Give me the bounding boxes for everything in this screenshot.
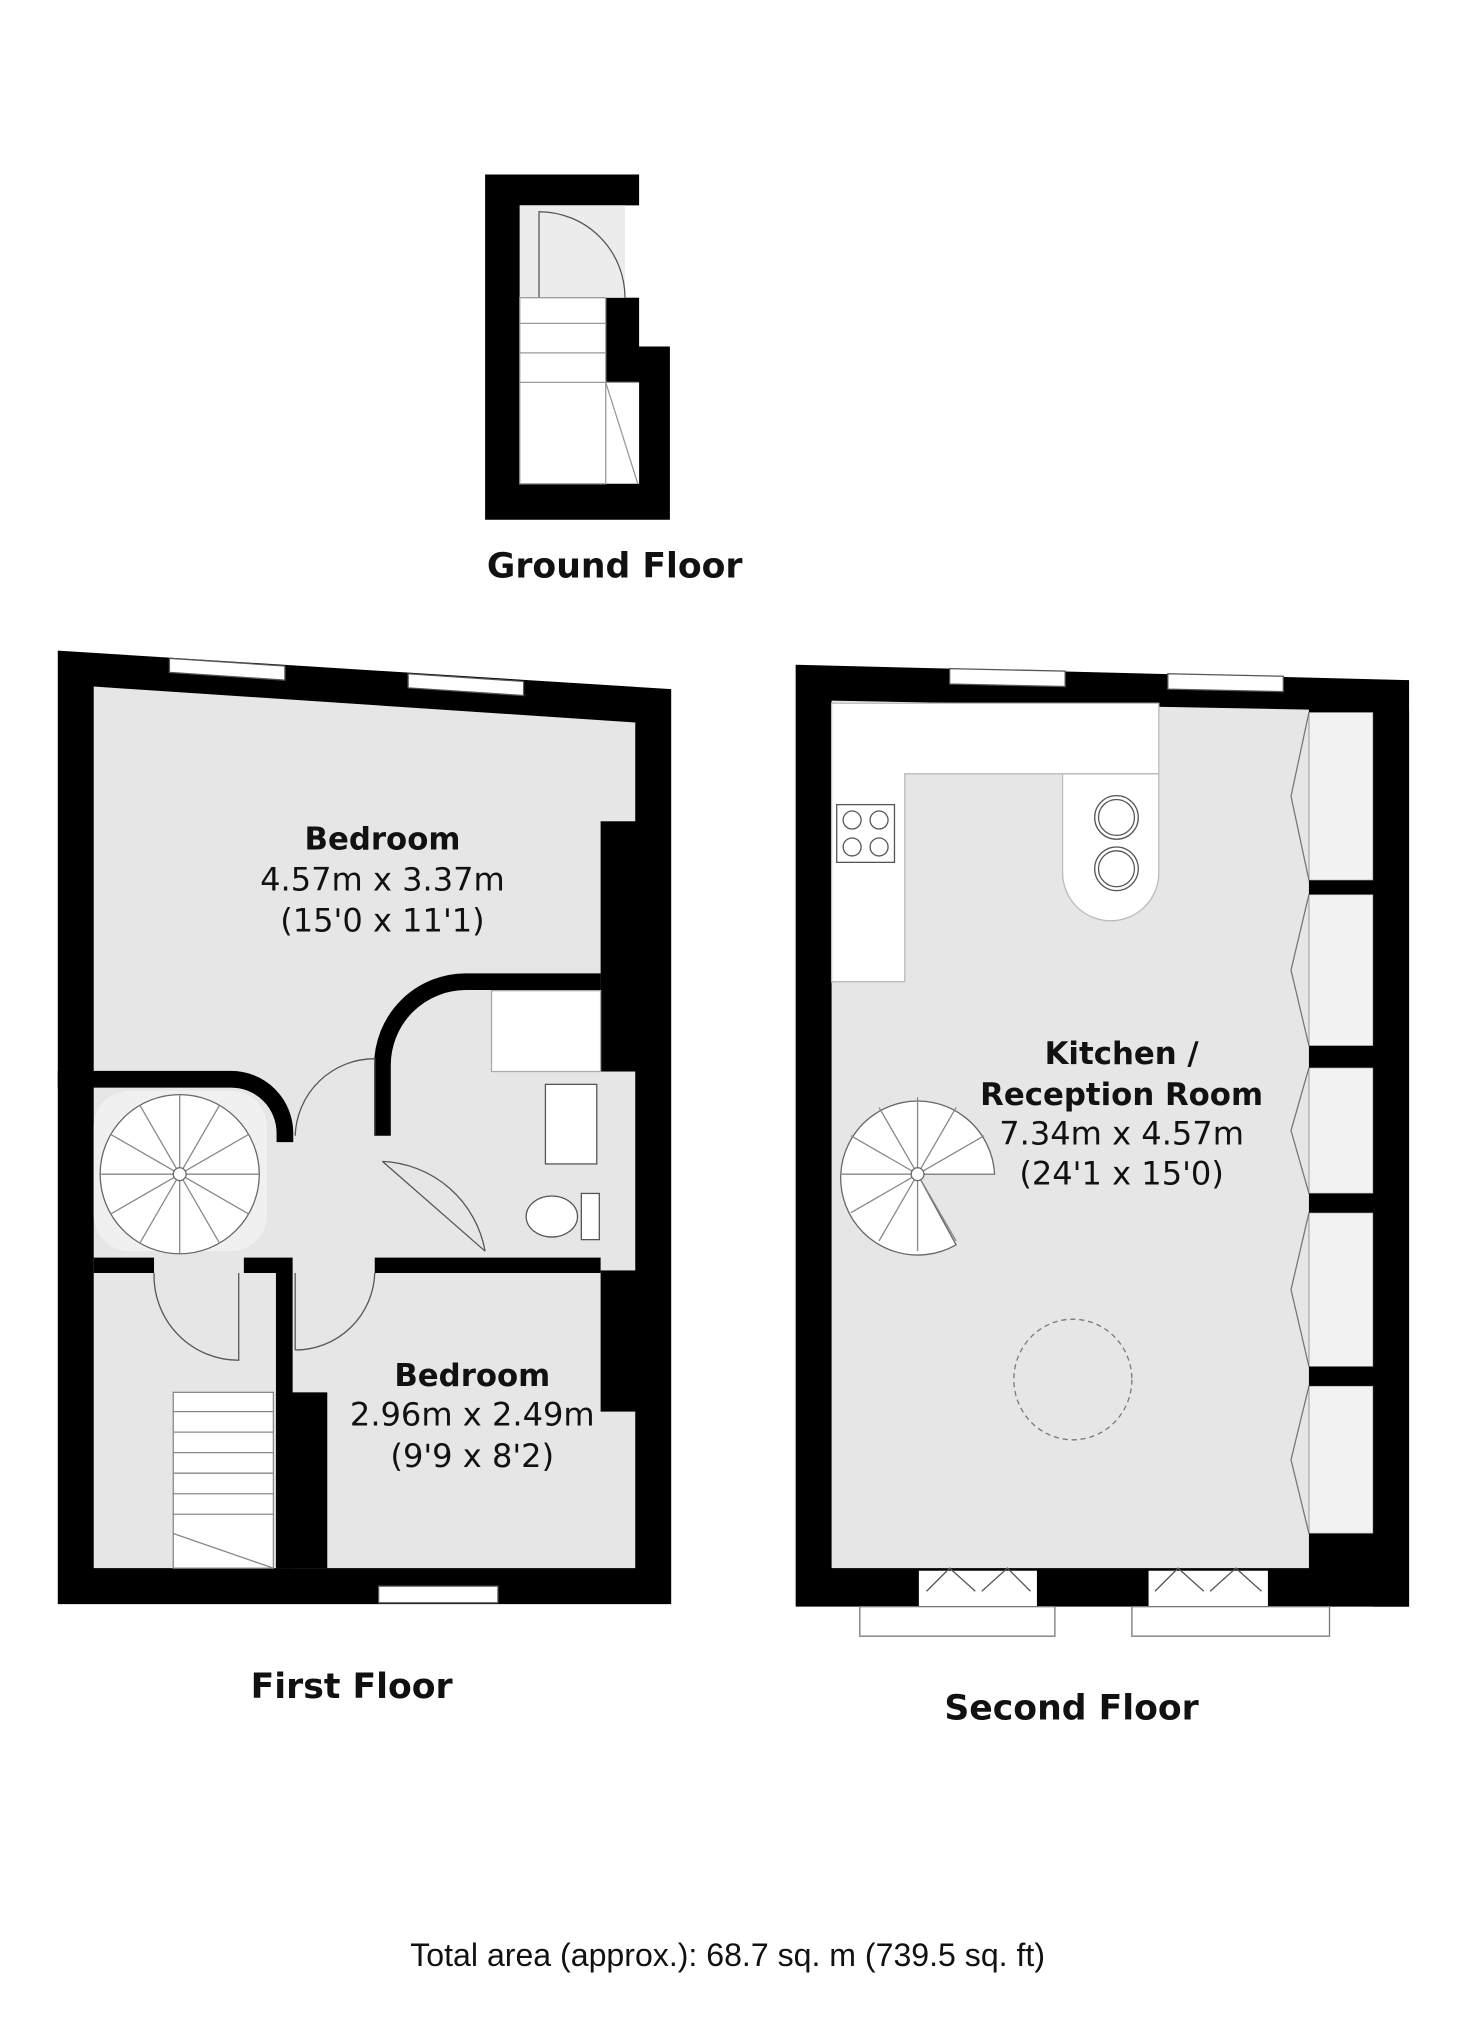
- ground-floor-label: Ground Floor: [487, 546, 743, 586]
- stairs-icon: [172, 1391, 275, 1569]
- room-name-line1: Kitchen /: [1045, 1036, 1200, 1072]
- table-outline: [1013, 1318, 1133, 1441]
- ground-stairs: [519, 297, 639, 485]
- ground-entrance: [519, 205, 625, 298]
- wardrobe: [1308, 1385, 1374, 1535]
- first-floor-plan: Bedroom 4.57m x 3.37m (15'0 x 11'1) Bedr…: [57, 650, 672, 1707]
- second-floor-plan: Kitchen / Reception Room 7.34m x 4.57m (…: [795, 664, 1410, 1729]
- wardrobes: [1290, 709, 1410, 1607]
- second-floor-interior: [831, 700, 1309, 1569]
- window-icon: [949, 667, 1284, 693]
- sink-icon: [1094, 794, 1139, 892]
- first-floor-label: First Floor: [251, 1667, 453, 1707]
- ground-wall-segment: [605, 297, 640, 350]
- room-name-line2: Reception Room: [980, 1077, 1263, 1113]
- wardrobe: [1308, 1212, 1374, 1368]
- wardrobe: [1308, 1067, 1374, 1195]
- door-swing-icon: [538, 211, 626, 298]
- window-icon: [168, 657, 525, 1604]
- spiral-staircase-icon: [99, 1093, 260, 1255]
- room-dimensions-metric: 7.34m x 4.57m: [999, 1115, 1244, 1153]
- ground-floor-plan: Ground Floor: [485, 174, 743, 586]
- sink-icon: [544, 1083, 598, 1165]
- spiral-staircase-icon: [840, 1097, 996, 1256]
- first-floor-interior: [93, 686, 636, 1569]
- room-dimensions-metric: 4.57m x 3.37m: [260, 861, 505, 899]
- room-name: Bedroom: [304, 822, 460, 858]
- second-floor-label: Second Floor: [944, 1689, 1198, 1729]
- french-door-icon: [859, 1567, 1331, 1637]
- door-swing-icon: [153, 1058, 486, 1361]
- hob-icon: [836, 803, 896, 863]
- room-name: Bedroom: [394, 1358, 550, 1394]
- wardrobe: [1308, 711, 1374, 881]
- kitchen-counter: [830, 702, 1160, 983]
- shower-icon: [490, 990, 602, 1073]
- room-dimensions-metric: 2.96m x 2.49m: [350, 1396, 595, 1434]
- wardrobe: [1308, 893, 1374, 1047]
- room-dimensions-imperial: (9'9 x 8'2): [390, 1437, 554, 1475]
- room-dimensions-imperial: (15'0 x 11'1): [280, 902, 485, 940]
- stair-enclosure-wall: [57, 1070, 294, 1143]
- bathroom-curved-wall: [374, 973, 601, 1136]
- total-area: Total area (approx.): 68.7 sq. m (739.5 …: [410, 1937, 1045, 1973]
- room-dimensions-imperial: (24'1 x 15'0): [1019, 1154, 1224, 1192]
- toilet-icon: [525, 1195, 579, 1238]
